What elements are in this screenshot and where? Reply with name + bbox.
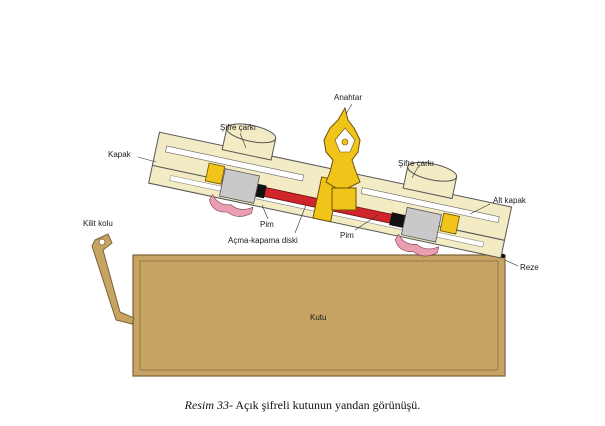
label-acma-kapama-diski: Açma-kapama diski [228,236,298,245]
left-wheel-grey [218,168,260,204]
box-body [132,254,506,377]
label-sifre-carki-left: Şifre çarkı [220,123,256,132]
label-kilit-kolu: Kilit kolu [83,219,113,228]
pim-left-leader [261,204,269,220]
right-wheel-bracket [439,212,460,235]
reze-leader [504,259,519,267]
label-pim-right: Pim [340,231,354,240]
lid-inner-channel-2 [360,187,500,223]
key-icon [323,106,361,211]
label-alt-kapak: Alt kapak [493,196,527,205]
figure-caption: Resim 33- Açık şifreli kutunun yandan gö… [0,398,605,413]
disk-black-right [389,212,406,228]
label-pim-left: Pim [260,220,274,229]
label-reze: Reze [520,263,539,272]
left-wheel-pink [209,193,254,217]
left-wheel-top [226,123,277,144]
caption-number: Resim 33 [184,398,229,412]
right-wheel-pink [394,233,440,257]
sifre-right-leader [411,166,419,179]
kapak-leader [137,156,157,163]
acma-kapama-leader [294,204,307,234]
alt-kapak-leader [469,203,491,215]
right-wheel-top [407,161,458,182]
lock-lever [91,233,135,325]
box-inner-outline [139,260,499,371]
pim-right-leader [354,214,379,231]
caption-text: - Açık şifreli kutunun yandan görünüşü. [229,398,421,412]
label-anahtar: Anahtar [334,93,362,102]
label-kapak: Kapak [108,150,132,159]
right-wheel-grey [400,206,442,243]
anahtar-leader [345,103,353,115]
lid-assembly [148,123,513,259]
label-sifre-carki-right: Şifre çarkı [398,159,434,168]
label-kutu: Kutu [310,313,326,322]
sifre-left-leader [239,132,247,149]
left-wheel-bracket [204,162,226,185]
lid-inner-channel [165,145,305,182]
